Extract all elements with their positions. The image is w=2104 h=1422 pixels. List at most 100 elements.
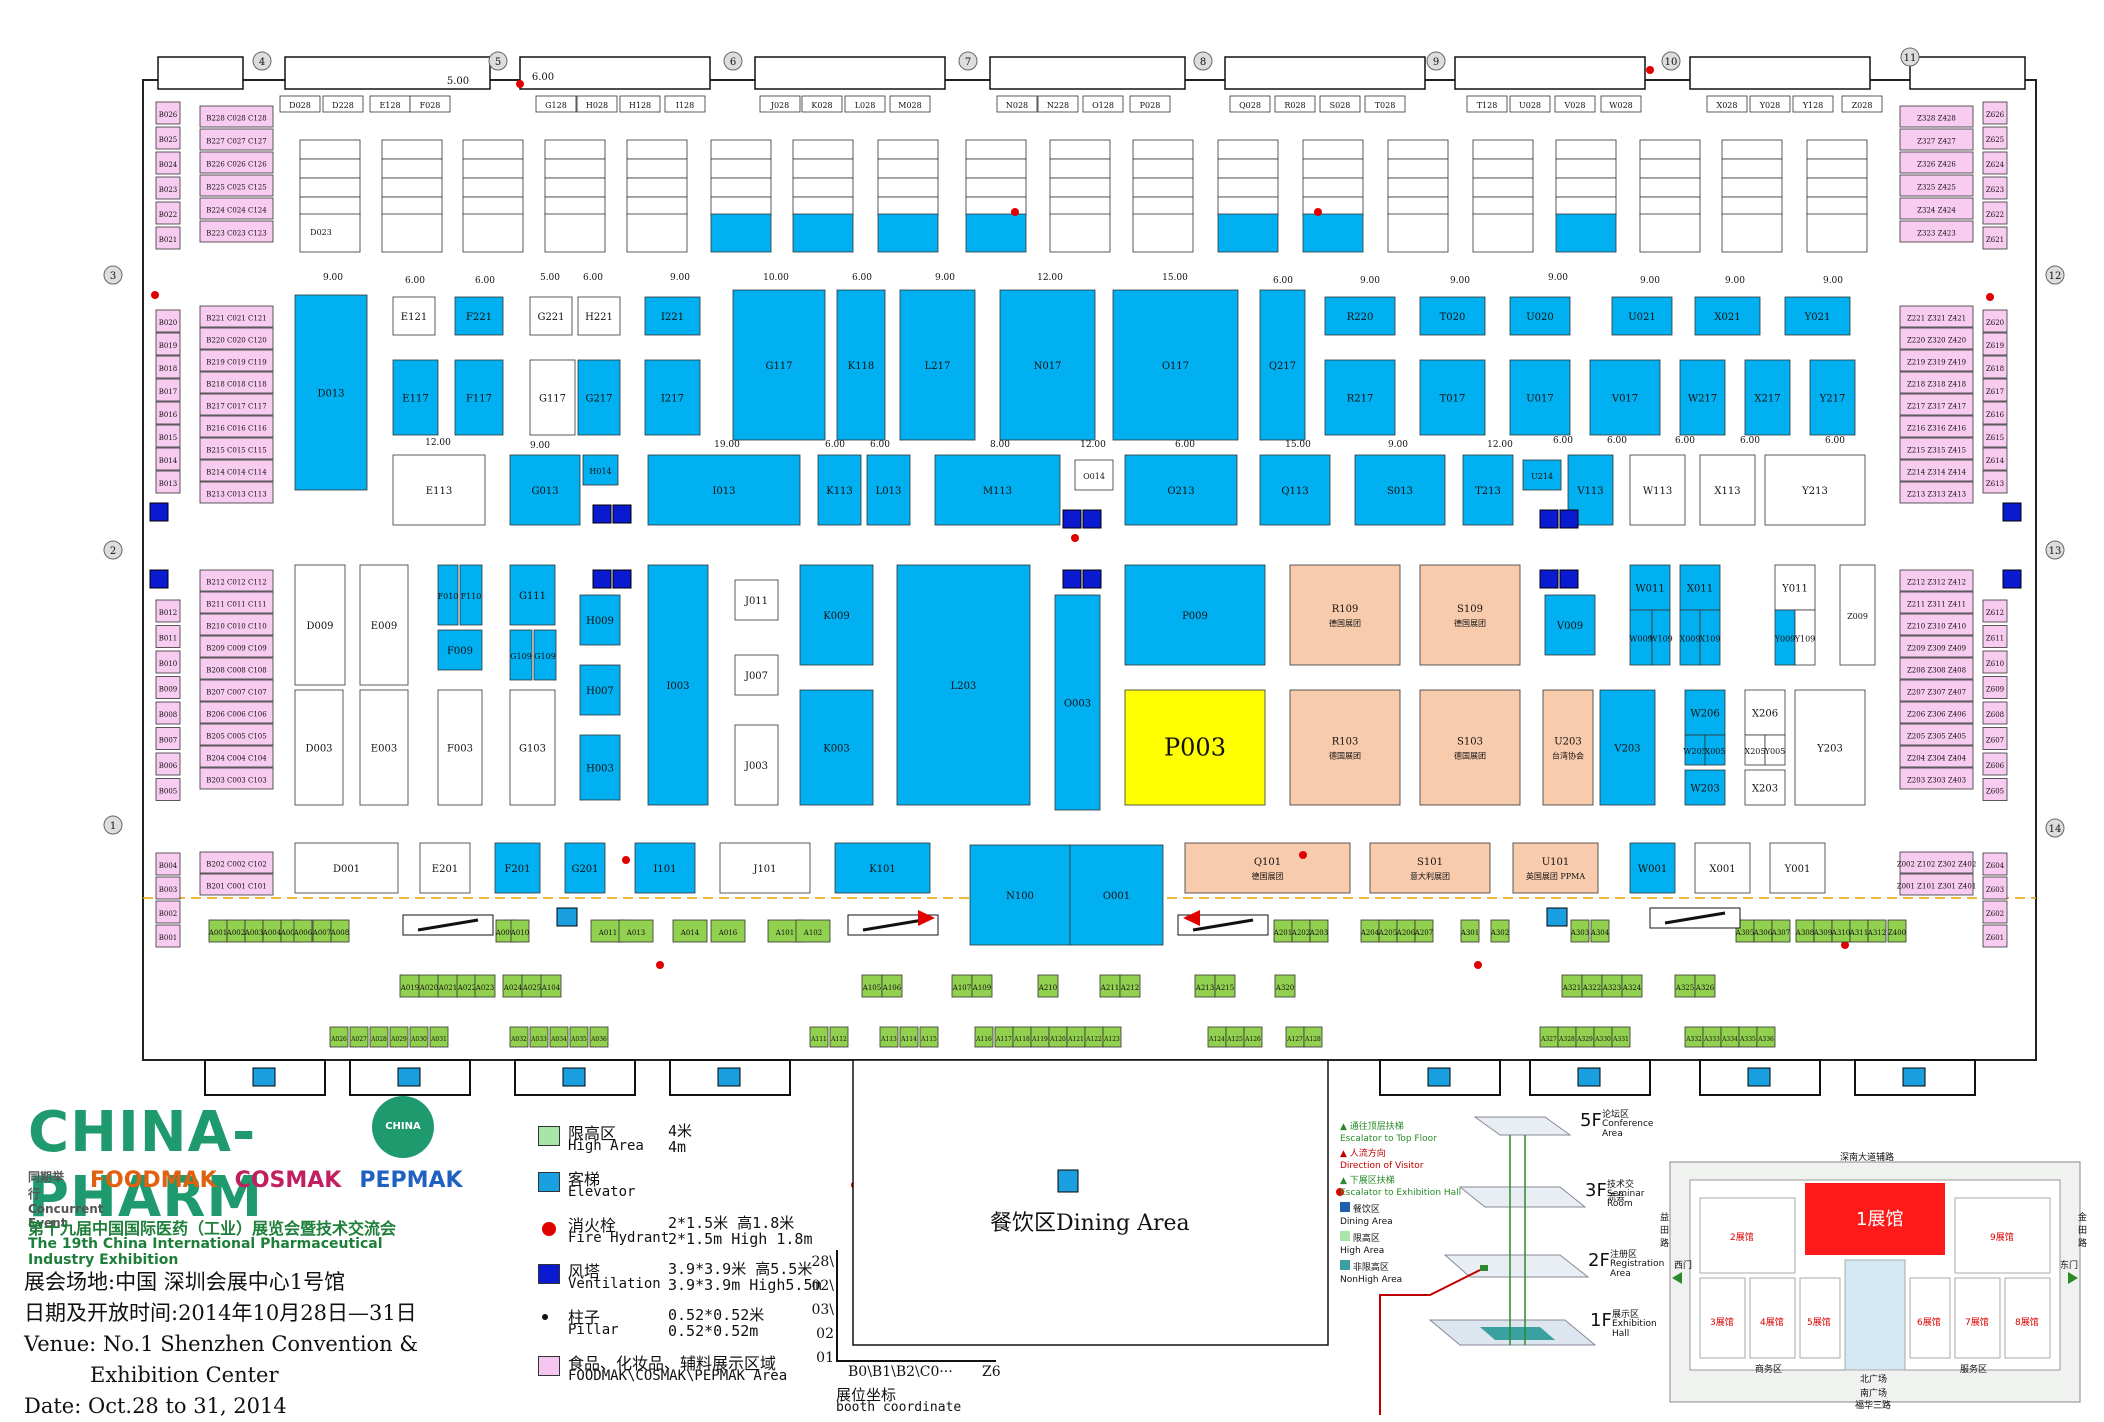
- booth-label: B024: [159, 161, 178, 169]
- fire-hydrant: [1314, 208, 1322, 216]
- booth: [1324, 359, 1396, 436]
- booth-label: B201 C001 C101: [206, 883, 266, 891]
- booth-label: O001: [1103, 891, 1130, 902]
- booth: [1982, 151, 2008, 175]
- pillar-number: 13: [2049, 546, 2062, 557]
- booth: [462, 177, 524, 198]
- booth-label: F117: [466, 394, 492, 405]
- booth: [199, 349, 274, 372]
- booth: [1982, 650, 2008, 674]
- booth: [1764, 454, 1866, 526]
- booth-label: A001: [208, 929, 227, 937]
- booth: [199, 657, 274, 680]
- booth: [1124, 564, 1266, 666]
- booth: [294, 689, 344, 806]
- booth-label: M113: [983, 486, 1012, 497]
- booth: [1899, 851, 1974, 874]
- pillar-marker: [1193, 51, 1213, 71]
- booth: [329, 1026, 349, 1048]
- ventilation-tower: [1082, 569, 1102, 589]
- floor-1f: 1F: [1590, 1310, 1612, 1331]
- booth: [1794, 689, 1866, 806]
- legend-value-en: 2*1.5m High 1.8m: [668, 1230, 813, 1248]
- booth-label: B015: [159, 434, 178, 442]
- booth: [896, 564, 1031, 806]
- booth-label: T128: [1477, 101, 1498, 110]
- booth: [1756, 1026, 1776, 1048]
- road-bottom: 福华三路: [1855, 1401, 1892, 1411]
- booth: [1132, 139, 1194, 160]
- booth-label: Z614: [1986, 457, 2005, 465]
- booth-label: G117: [765, 361, 792, 372]
- booth-label: I128: [676, 101, 694, 110]
- key-dining-en: Dining Area: [1340, 1217, 1393, 1227]
- booth-label: Z204 Z304 Z404: [1907, 755, 1967, 763]
- booth: [801, 95, 843, 113]
- booth: [462, 139, 524, 160]
- booth-sub-label: 台湾协会: [1552, 751, 1584, 761]
- booth-label: A325: [1675, 984, 1694, 992]
- booth: [1054, 594, 1101, 811]
- booth-label: A128: [1304, 1036, 1321, 1043]
- booth-label: H028: [586, 101, 608, 110]
- booth-label: X206: [1752, 709, 1778, 720]
- booth: [1899, 459, 1974, 482]
- dimension-label: 6.00: [532, 72, 554, 83]
- booth-label: B006: [159, 762, 178, 770]
- venue-en: Venue: No.1 Shenzhen Convention &: [24, 1332, 419, 1356]
- booth: [644, 359, 701, 436]
- fire-hydrant: [1336, 1188, 1344, 1196]
- booth: [419, 842, 471, 894]
- booth: [1302, 177, 1364, 198]
- booth-label: Z214 Z314 Z414: [1907, 469, 1967, 477]
- booth-label: A034: [550, 1036, 567, 1043]
- booth: [1590, 919, 1610, 943]
- booth: [618, 919, 654, 943]
- booth: [579, 734, 621, 801]
- booth: [1982, 752, 2008, 776]
- booth-label: B224 C024 C124: [206, 207, 267, 215]
- booth: [1309, 919, 1329, 943]
- floor-2f-cn: 注册区: [1610, 1250, 1638, 1260]
- booth-label: G103: [519, 744, 546, 755]
- booth-label: W113: [1643, 486, 1672, 497]
- booth: [1259, 454, 1331, 526]
- top-wall-unit: [1224, 56, 1426, 90]
- booth: [199, 873, 274, 896]
- date-cn: 日期及开放时间:2014年10月28日—31日: [24, 1301, 417, 1325]
- booth-label: B211 C011 C111: [206, 601, 266, 609]
- booth: [155, 447, 181, 471]
- booth-label: Y203: [1816, 744, 1843, 755]
- booth-label: Z622: [1986, 211, 2004, 219]
- top-wall-unit: [989, 56, 1186, 90]
- booth-label: G117: [539, 394, 566, 405]
- legend-swatch: [542, 1222, 556, 1236]
- plaza-label: 北广场: [1860, 1375, 1888, 1385]
- booth: [529, 1026, 549, 1048]
- pillar-marker: [103, 815, 123, 835]
- booth: [1049, 158, 1111, 179]
- booth-label: B018: [159, 365, 178, 373]
- dimension-label: 6.00: [1825, 436, 1845, 446]
- top-wall-unit: [1909, 56, 2026, 90]
- escalator-steps-icon: [1192, 918, 1254, 932]
- booth: [969, 844, 1071, 946]
- booth-label: O014: [1083, 472, 1105, 481]
- pillar-marker: [723, 51, 743, 71]
- booth: [1129, 95, 1171, 113]
- booth-label: B010: [159, 660, 178, 668]
- booth-label: T020: [1440, 312, 1466, 323]
- gate-east: 东门: [2060, 1261, 2079, 1271]
- booth-label: H009: [586, 616, 614, 627]
- booth: [1982, 332, 2008, 356]
- dining-area-label: 餐饮区Dining Area: [990, 1211, 1190, 1236]
- booth-label: Z400: [1888, 929, 1906, 937]
- booth: [834, 842, 931, 894]
- booth-label: W109: [1649, 635, 1673, 644]
- booth: [710, 177, 772, 198]
- booth: [359, 564, 409, 686]
- booth: [1049, 213, 1111, 253]
- booth: [1639, 158, 1701, 179]
- booth-label: R220: [1347, 312, 1374, 323]
